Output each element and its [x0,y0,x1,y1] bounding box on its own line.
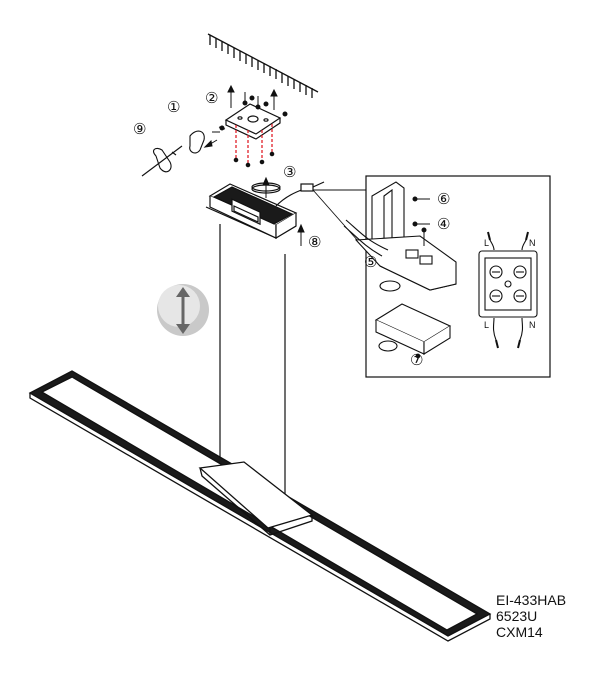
callout-4: ④ [437,215,450,233]
detail-screws [412,196,430,246]
model-code-2: 6523U [496,608,538,624]
callout-7: ⑦ [410,351,423,369]
terminal-label-n-bottom: N [529,320,536,330]
model-code-1: EI-433HAB [496,592,567,608]
callout-8: ⑧ [308,233,321,251]
terminal-label-l-bottom: L [484,320,489,330]
callout-1: ① [167,98,180,116]
bracket-assembly [343,181,457,292]
canopy-box [205,181,325,240]
light-panel [28,370,492,642]
callout-3: ③ [283,163,296,181]
callout-9: ⑨ [133,120,146,138]
terminal-label-n-top: N [529,238,536,248]
screw-guide-lines [235,124,273,163]
mounting-plate [224,103,282,140]
ceiling-hatch [207,33,319,98]
terminal-label-l-top: L [484,238,489,248]
ceiling-screws [218,84,288,131]
driver-box [374,303,452,359]
wing-nut-part [141,130,205,177]
callout-2: ② [205,89,218,107]
callout-6: ⑥ [437,190,450,208]
double-arrow-vertical-icon [157,284,209,336]
lower-screws [212,131,275,168]
terminal-block [478,231,538,349]
callout-5: ⑤ [364,253,377,271]
retaining-ring [251,182,281,194]
model-code-3: CXM14 [496,624,543,640]
